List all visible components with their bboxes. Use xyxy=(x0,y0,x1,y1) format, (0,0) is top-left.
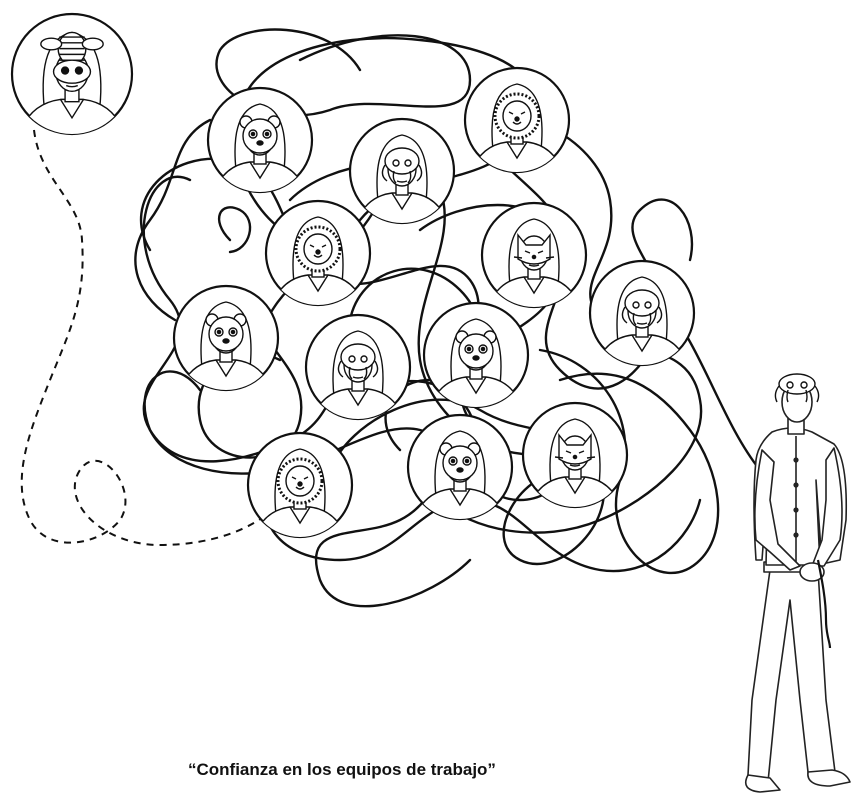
dashed-thread xyxy=(20,129,273,547)
cat-mask xyxy=(554,433,596,465)
portrait-octopus xyxy=(348,117,456,225)
thread-end xyxy=(816,559,832,649)
lion-mask xyxy=(294,225,342,273)
portrait-bee xyxy=(10,12,134,136)
bear-mask xyxy=(205,313,247,352)
bear-mask xyxy=(239,115,281,154)
portrait-cat xyxy=(480,201,588,309)
left-arm xyxy=(754,449,801,571)
octopus-mask xyxy=(621,289,663,326)
portrait-bear xyxy=(172,284,280,392)
thread-line xyxy=(218,206,252,254)
bee-mask xyxy=(40,31,104,84)
portrait-lion xyxy=(246,431,354,539)
right-arm xyxy=(811,447,843,567)
portrait-octopus xyxy=(588,259,696,367)
trousers xyxy=(747,569,837,783)
right-shoe xyxy=(807,769,851,787)
thread-line xyxy=(215,28,472,117)
thread-line xyxy=(538,348,720,574)
cat-mask xyxy=(513,233,555,265)
portrait-bear xyxy=(406,413,514,521)
portrait-bear xyxy=(422,301,530,409)
thread-line xyxy=(134,118,212,322)
portrait-cat xyxy=(521,401,629,509)
octopus-mask xyxy=(774,373,820,403)
lion-mask xyxy=(276,457,324,505)
standing-man-figure xyxy=(744,373,851,793)
hands xyxy=(799,562,825,582)
lion-mask xyxy=(493,92,541,140)
portrait-group xyxy=(10,12,696,539)
bear-mask xyxy=(455,330,497,369)
portrait-lion xyxy=(463,66,571,174)
portrait-bear xyxy=(206,86,314,194)
caption: “Confianza en los equipos de trabajo” xyxy=(188,760,496,779)
left-shoe xyxy=(744,774,781,793)
bear-mask xyxy=(439,442,481,481)
octopus-mask xyxy=(337,343,379,380)
octopus-mask xyxy=(381,147,423,184)
